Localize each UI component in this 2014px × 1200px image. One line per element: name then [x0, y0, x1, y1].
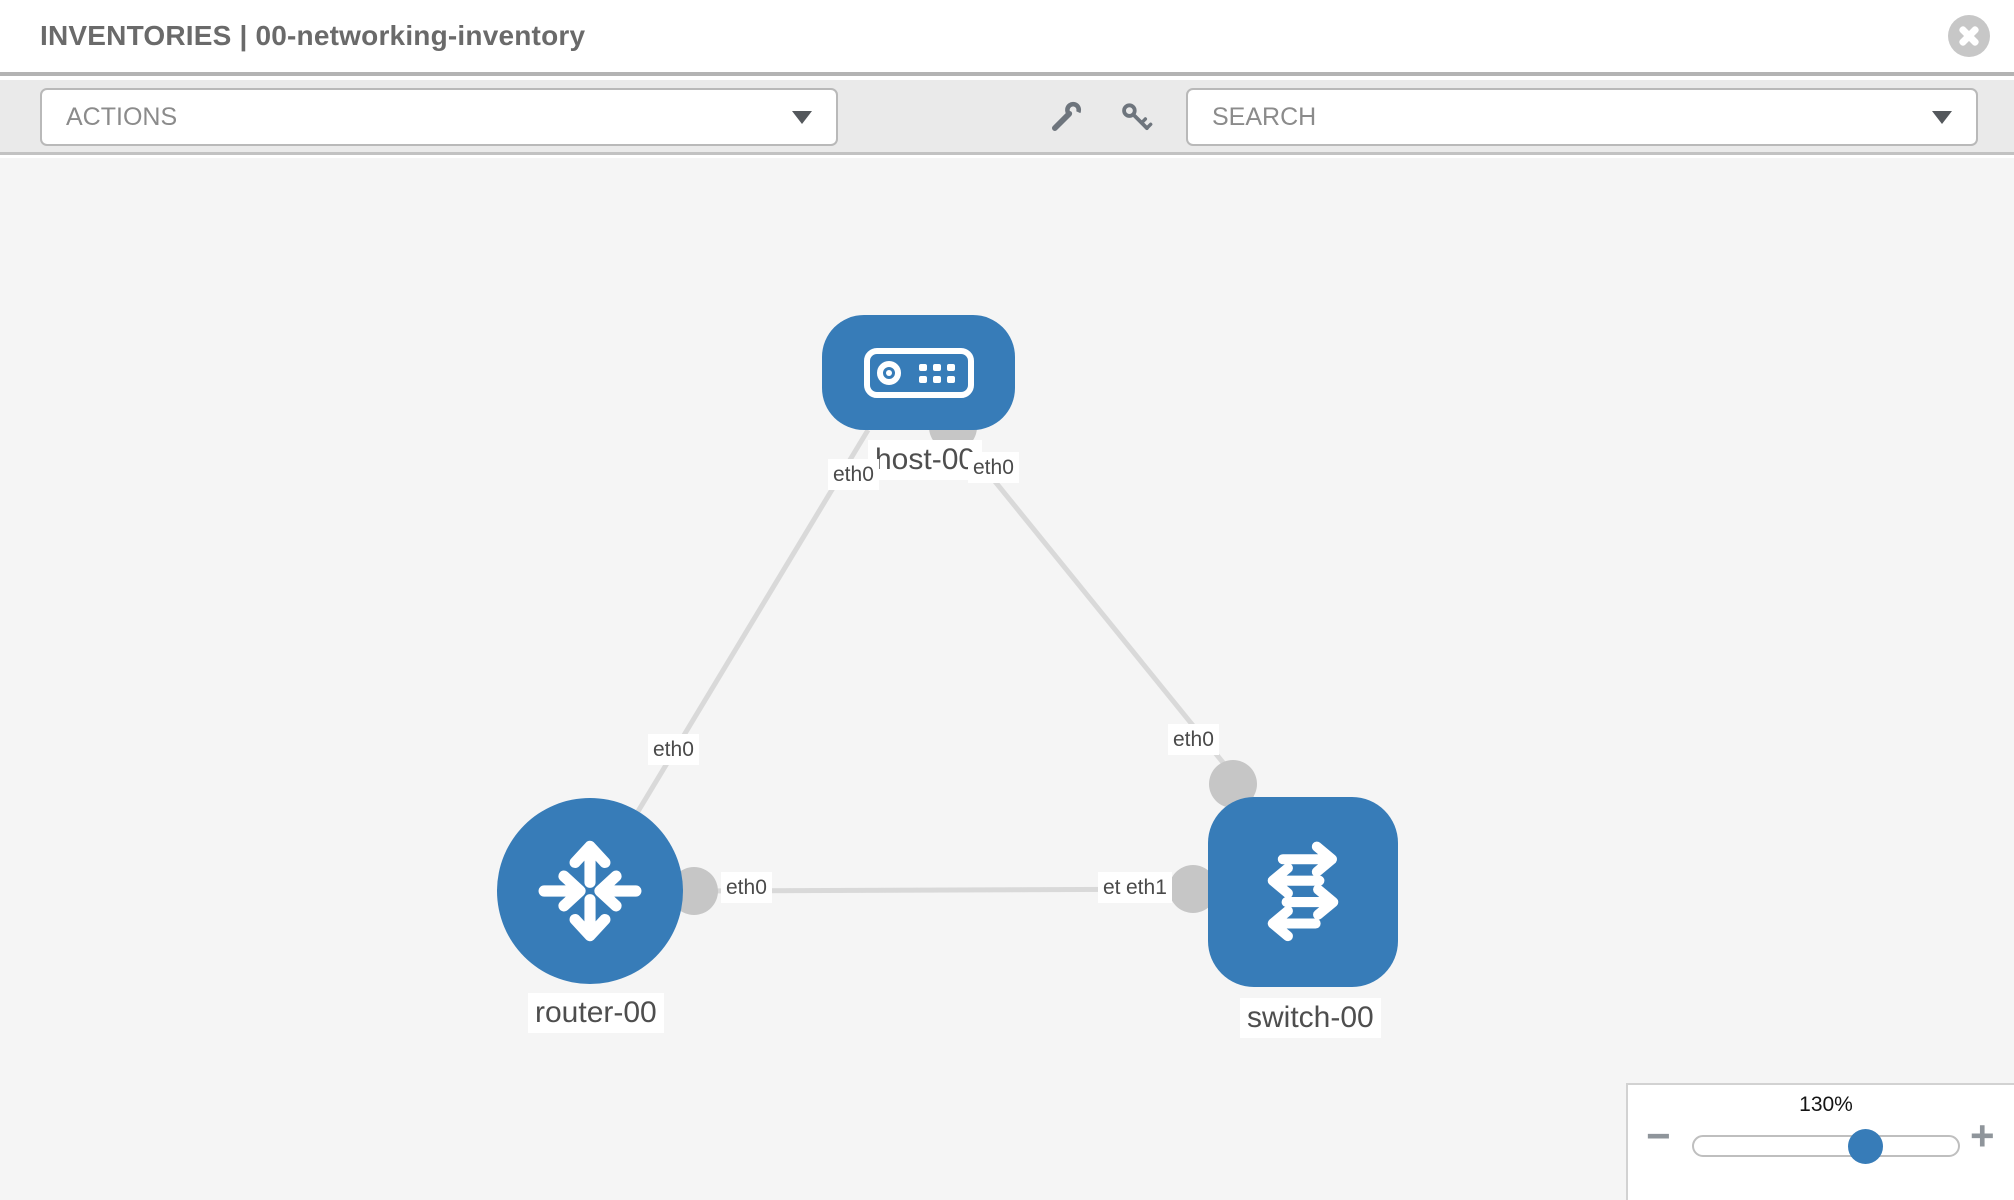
node-host-00[interactable]	[822, 315, 1015, 430]
link-host-switch	[948, 424, 1270, 820]
actions-dropdown-label: ACTIONS	[66, 102, 178, 131]
node-label-switch-00: switch-00	[1240, 998, 1381, 1038]
chevron-down-icon	[1932, 110, 1952, 124]
page-title: INVENTORIES | 00-networking-inventory	[40, 20, 586, 51]
node-label-router-00: router-00	[528, 993, 664, 1033]
port-label-router-to-switch: eth0	[721, 872, 772, 903]
port-label-router-to-host: eth0	[648, 734, 699, 765]
topology-canvas[interactable]: host-00 router-00 switch-00 eth0 eth0 et…	[0, 158, 2014, 1200]
port-label-host-to-router: eth0	[828, 459, 879, 490]
node-label-host-00: host-00	[868, 440, 983, 480]
search-dropdown[interactable]: SEARCH	[1186, 88, 1978, 146]
toolbar-icons	[1048, 100, 1156, 138]
search-dropdown-label: SEARCH	[1212, 102, 1317, 131]
key-icon[interactable]	[1118, 100, 1156, 138]
zoom-out-button[interactable]: −	[1646, 1112, 1671, 1159]
node-router-00[interactable]	[497, 798, 683, 984]
toolbar: ACTIONS SEARCH	[0, 80, 2014, 155]
zoom-slider-handle[interactable]	[1848, 1129, 1883, 1164]
host-icon	[863, 347, 974, 398]
router-icon	[538, 840, 642, 942]
topology-links	[587, 424, 1270, 894]
zoom-percentage: 130%	[1799, 1093, 1853, 1116]
switch-icon	[1267, 841, 1339, 942]
zoom-slider-track[interactable]	[1692, 1135, 1960, 1157]
port-label-switch-to-router: eth1	[1121, 872, 1172, 903]
zoom-in-button[interactable]: +	[1970, 1112, 1995, 1159]
port-label-host-to-switch: eth0	[968, 452, 1019, 483]
zoom-control-panel: 130% − +	[1626, 1083, 2014, 1200]
header: INVENTORIES | 00-networking-inventory	[0, 0, 2014, 76]
wrench-icon[interactable]	[1048, 100, 1086, 138]
chevron-down-icon	[792, 110, 812, 124]
node-switch-00[interactable]	[1208, 797, 1398, 987]
port-label-switch-to-host: eth0	[1168, 724, 1219, 755]
actions-dropdown[interactable]: ACTIONS	[40, 88, 838, 146]
close-button[interactable]	[1948, 15, 1990, 57]
close-icon	[1958, 25, 1980, 47]
